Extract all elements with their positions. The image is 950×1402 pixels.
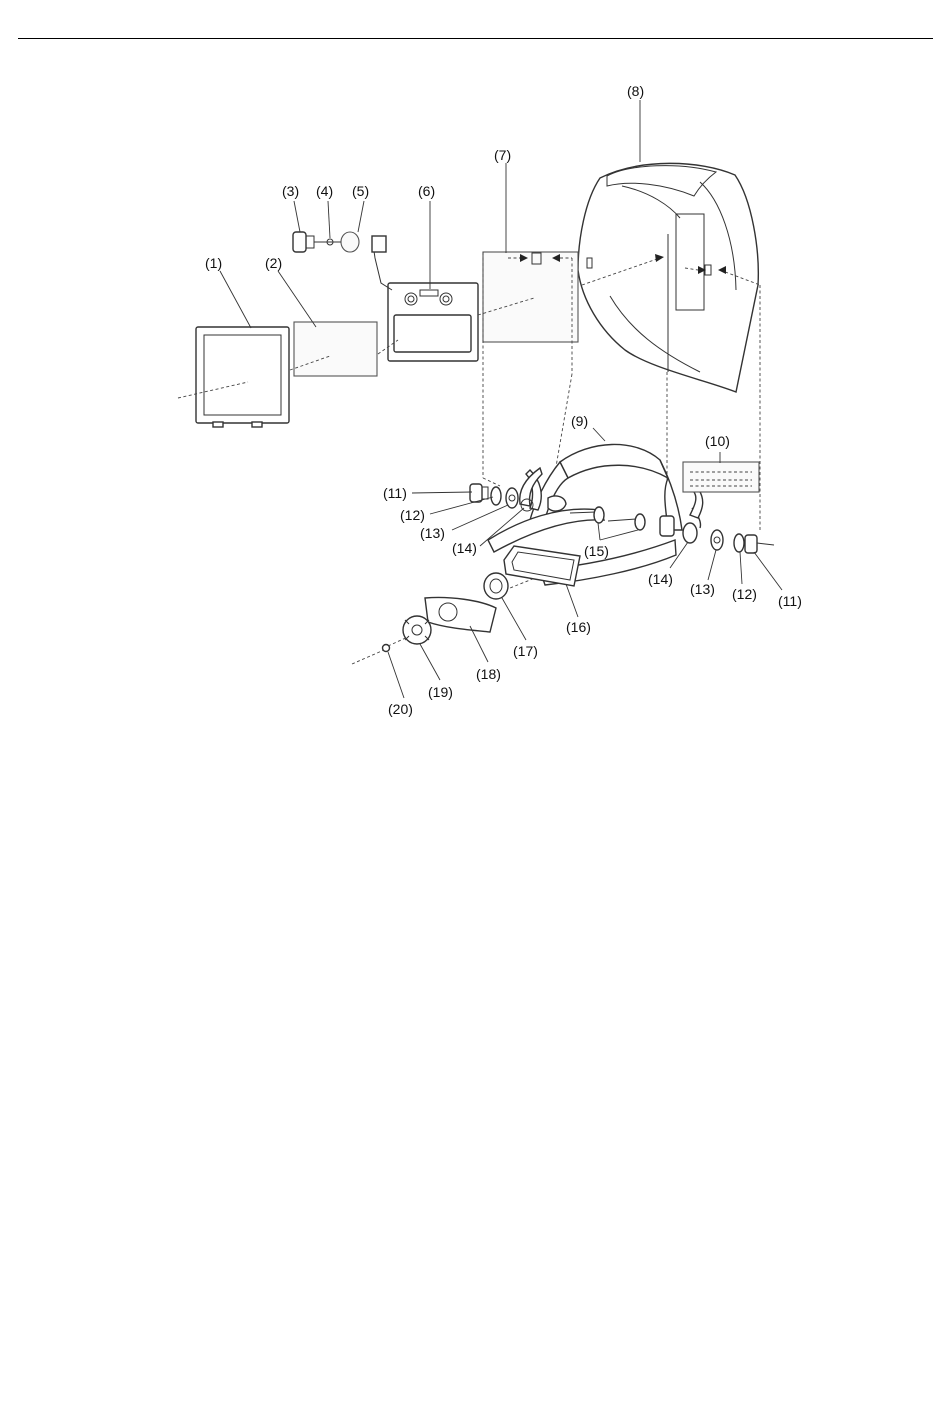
auto-darkening-filter	[373, 244, 478, 361]
label-part-11-left: (11)	[383, 485, 407, 501]
label-part-12-right: (12)	[732, 586, 757, 602]
ratchet-knob-base	[484, 573, 508, 599]
label-part-12-left: (12)	[400, 507, 425, 523]
ratchet-cover	[425, 597, 496, 632]
label-part-19: (19)	[428, 684, 453, 700]
inner-cover-lens	[483, 252, 578, 342]
label-part-16: (16)	[566, 619, 591, 635]
outer-cover-lens	[294, 322, 377, 376]
label-part-1: (1)	[205, 255, 222, 271]
label-part-20: (20)	[388, 701, 413, 717]
label-part-6: (6)	[418, 183, 435, 199]
label-part-4: (4)	[316, 183, 333, 199]
label-part-3: (3)	[282, 183, 299, 199]
label-part-8: (8)	[627, 83, 644, 99]
label-part-10: (10)	[705, 433, 730, 449]
label-part-7: (7)	[494, 147, 511, 163]
knob-screw	[383, 645, 390, 652]
label-part-18: (18)	[476, 666, 501, 682]
adjustment-knob	[403, 616, 431, 644]
label-part-2: (2)	[265, 255, 282, 271]
control-knob-parts	[293, 232, 386, 252]
sweatband	[504, 546, 580, 586]
label-part-11-right: (11)	[778, 593, 802, 609]
label-part-14-left: (14)	[452, 540, 477, 556]
label-part-5: (5)	[352, 183, 369, 199]
helmet-shell	[578, 163, 758, 392]
label-part-15: (15)	[584, 543, 609, 559]
instruction-label	[683, 462, 759, 492]
label-part-13-left: (13)	[420, 525, 445, 541]
label-part-9: (9)	[571, 413, 588, 429]
label-part-13-right: (13)	[690, 581, 715, 597]
label-part-17: (17)	[513, 643, 538, 659]
front-cover-frame	[196, 327, 289, 427]
label-part-14-right: (14)	[648, 571, 673, 587]
